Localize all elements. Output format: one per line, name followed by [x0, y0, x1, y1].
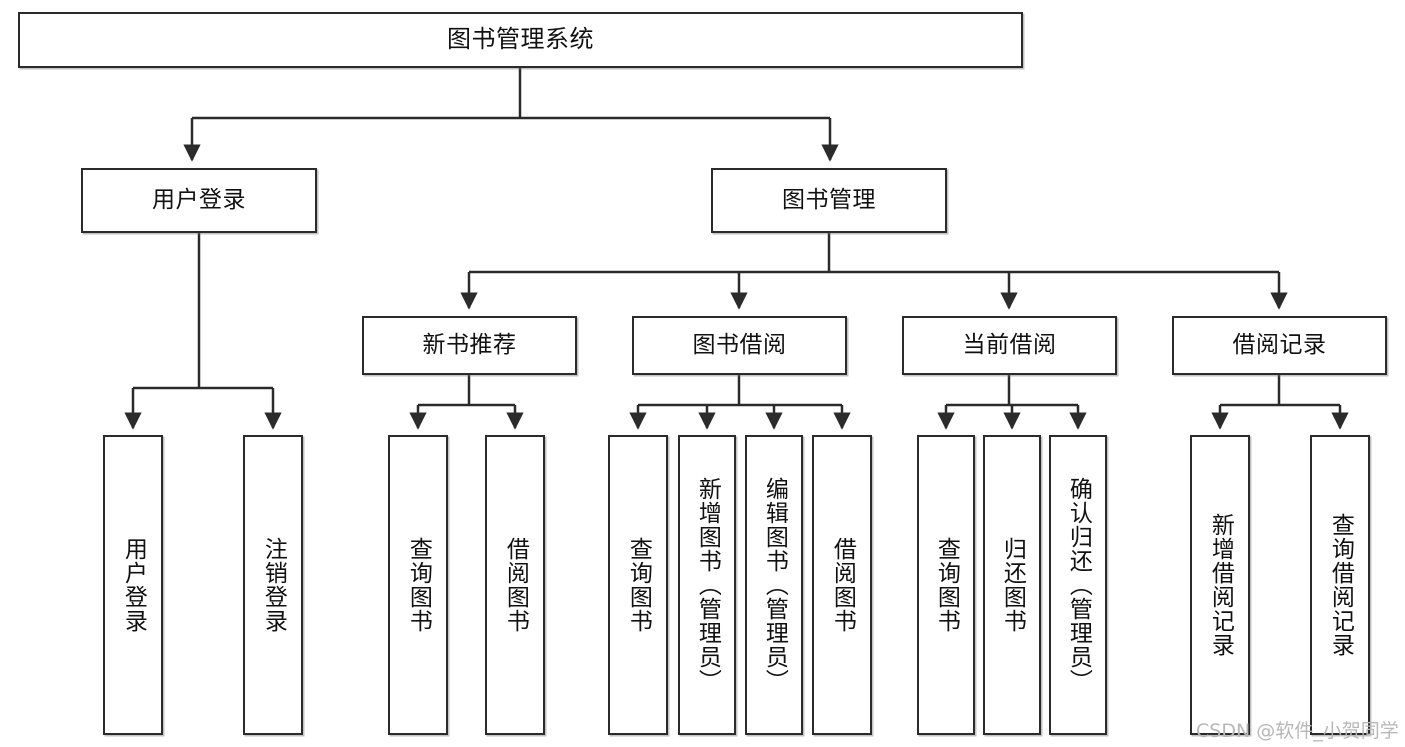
node-level2-book-management[interactable]: 图书管理	[711, 168, 947, 233]
node-root-label: 图书管理系统	[447, 25, 594, 54]
node-leaf-user-login-label: 用户登录	[120, 537, 147, 633]
node-leaf-add-borrow-record[interactable]: 新增借阅记录	[1190, 435, 1250, 735]
node-leaf-confirm-return-admin[interactable]: 确认归还（管理员）	[1049, 435, 1107, 735]
node-level2-book-management-label: 图书管理	[782, 187, 876, 214]
node-level2-user-login[interactable]: 用户登录	[81, 168, 317, 233]
node-leaf-query-book-recommend[interactable]: 查询图书	[388, 435, 448, 735]
node-level3-book-borrow-label: 图书借阅	[692, 332, 787, 359]
node-leaf-query-book-recommend-label: 查询图书	[405, 537, 432, 633]
node-leaf-borrow-book-recommend-label: 借阅图书	[502, 537, 529, 633]
node-leaf-query-book-borrow[interactable]: 查询图书	[608, 435, 668, 735]
node-leaf-borrow-book[interactable]: 借阅图书	[812, 435, 872, 735]
node-leaf-query-borrow-record[interactable]: 查询借阅记录	[1310, 435, 1370, 735]
node-leaf-confirm-return-admin-label: 确认归还（管理员）	[1065, 477, 1092, 693]
node-level2-user-login-label: 用户登录	[152, 187, 246, 214]
node-level3-current-borrow-label: 当前借阅	[962, 332, 1057, 359]
node-leaf-return-book-label: 归还图书	[999, 537, 1026, 633]
node-leaf-user-login[interactable]: 用户登录	[103, 435, 163, 735]
node-leaf-query-borrow-record-label: 查询借阅记录	[1327, 513, 1354, 657]
node-leaf-borrow-book-recommend[interactable]: 借阅图书	[485, 435, 545, 735]
node-level3-new-book-recommend[interactable]: 新书推荐	[362, 316, 577, 375]
node-leaf-return-book[interactable]: 归还图书	[983, 435, 1041, 735]
node-leaf-add-book-admin-label: 新增图书（管理员）	[694, 477, 721, 693]
node-leaf-edit-book-admin-label: 编辑图书（管理员）	[761, 477, 788, 693]
node-leaf-query-book-current-label: 查询图书	[933, 537, 960, 633]
node-leaf-query-book-borrow-label: 查询图书	[625, 537, 652, 633]
node-level3-borrow-record[interactable]: 借阅记录	[1172, 316, 1387, 375]
node-level3-book-borrow[interactable]: 图书借阅	[632, 316, 847, 375]
node-leaf-query-book-current[interactable]: 查询图书	[917, 435, 975, 735]
node-leaf-edit-book-admin[interactable]: 编辑图书（管理员）	[745, 435, 803, 735]
node-leaf-logout[interactable]: 注销登录	[243, 435, 303, 735]
node-level3-new-book-recommend-label: 新书推荐	[422, 332, 517, 359]
csdn-watermark: CSDN @软件_小贺同学	[1196, 720, 1399, 742]
node-level3-borrow-record-label: 借阅记录	[1232, 332, 1327, 359]
node-root[interactable]: 图书管理系统	[18, 12, 1023, 68]
node-leaf-logout-label: 注销登录	[260, 537, 287, 633]
node-level3-current-borrow[interactable]: 当前借阅	[902, 316, 1117, 375]
node-leaf-borrow-book-label: 借阅图书	[829, 537, 856, 633]
node-leaf-add-book-admin[interactable]: 新增图书（管理员）	[678, 435, 736, 735]
node-leaf-add-borrow-record-label: 新增借阅记录	[1207, 513, 1234, 657]
